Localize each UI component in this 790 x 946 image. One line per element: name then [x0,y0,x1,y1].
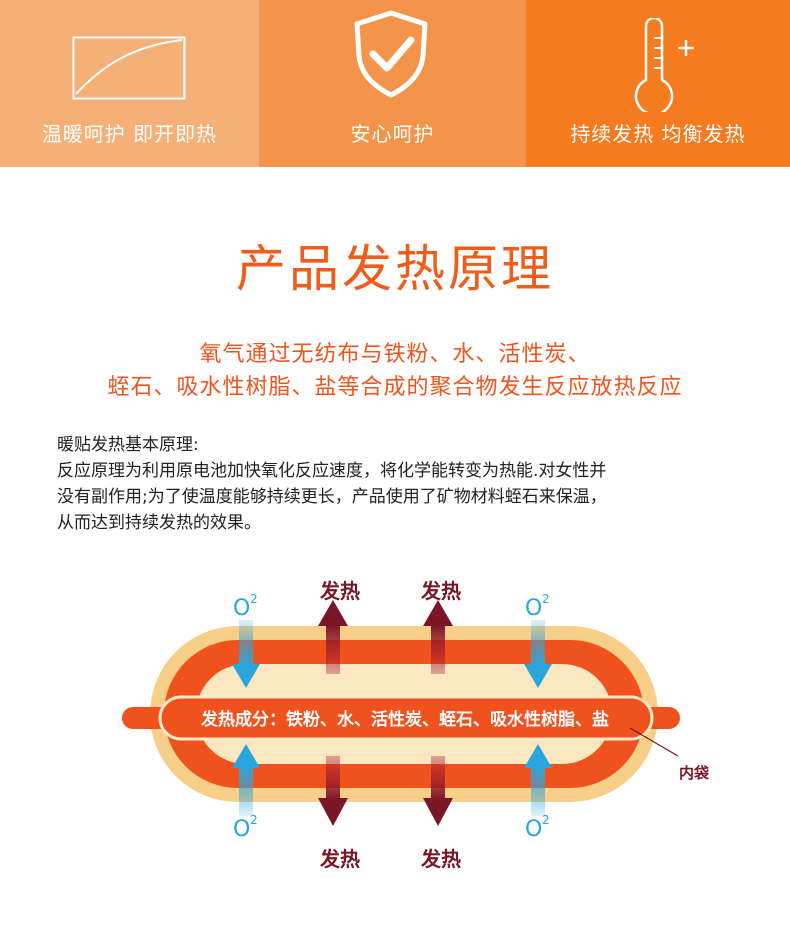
oxygen-label: O 2 [525,592,550,621]
heat-arrow-down [423,756,453,826]
heat-label: 发热 [420,847,461,871]
oxygen-label: O 2 [233,592,258,621]
principle-title: 暖贴发热基本原理: [57,435,199,455]
oxygen-symbol: O [525,596,542,621]
oxygen-label: O 2 [233,813,258,842]
shield-check-icon [354,10,428,98]
principle-line: 从而达到持续发热的效果。 [57,513,261,533]
thermometer-plus-icon [634,18,694,112]
subtitle-line-2: 蛭石、吸水性树脂、盐等合成的聚合物发生反应放热反应 [107,375,683,400]
heating-diagram: 发热 发热 发热 发热 O 2 O 2 O 2 O 2 发热成分：铁粉、水、活性… [122,579,710,871]
oxygen-subscript: 2 [542,592,550,606]
feature-panel-steady: 持续发热 均衡发热 [526,0,790,167]
oxygen-arrow-up [232,744,260,816]
principle-text: 暖贴发热基本原理: 反应原理为利用原电池加快氧化反应速度，将化学能转变为热能.对… [57,432,747,536]
oxygen-subscript: 2 [250,813,258,827]
page-title: 产品发热原理 [236,240,554,298]
heat-label: 发热 [319,847,360,871]
oxygen-arrow-up [524,744,552,816]
principle-line: 没有副作用;为了使温度能够持续更长，产品使用了矿物材料蛭石来保温， [57,487,607,507]
subtitle-line-1: 氧气通过无纺布与铁粉、水、活性炭、 [199,342,591,367]
oxygen-symbol: O [233,817,250,842]
heat-label: 发热 [319,579,360,603]
inner-bag-leader [629,727,679,757]
principle-line: 反应原理为利用原电池加快氧化反应速度，将化学能转变为热能.对女性并 [57,461,607,481]
oxygen-label: O 2 [525,813,550,842]
oxygen-symbol: O [233,596,250,621]
oxygen-symbol: O [525,817,542,842]
oxygen-arrow-down [524,620,552,688]
ingredient-core [158,695,654,741]
curve-chart-icon [72,36,186,100]
oxygen-subscript: 2 [542,813,550,827]
heat-label: 发热 [420,579,461,603]
inner-bag-label: 内袋 [679,764,710,782]
heat-arrow-up [423,600,453,674]
feature-panel-safe: 安心呵护 [259,0,526,167]
feature-label-safe: 安心呵护 [350,122,435,146]
feature-banner: 温暖呵护 即开即热 安心呵护 持续发热 均衡发热 [0,0,790,167]
feature-panel-warm: 温暖呵护 即开即热 [0,0,259,167]
heat-arrow-up [318,600,348,674]
feature-label-steady: 持续发热 均衡发热 [570,122,746,146]
ingredients-label: 发热成分：铁粉、水、活性炭、蛭石、吸水性树脂、盐 [200,709,609,730]
heat-arrow-down [318,756,348,826]
oxygen-subscript: 2 [250,592,258,606]
feature-label-warm: 温暖呵护 即开即热 [41,122,218,146]
oxygen-arrow-down [232,620,260,688]
